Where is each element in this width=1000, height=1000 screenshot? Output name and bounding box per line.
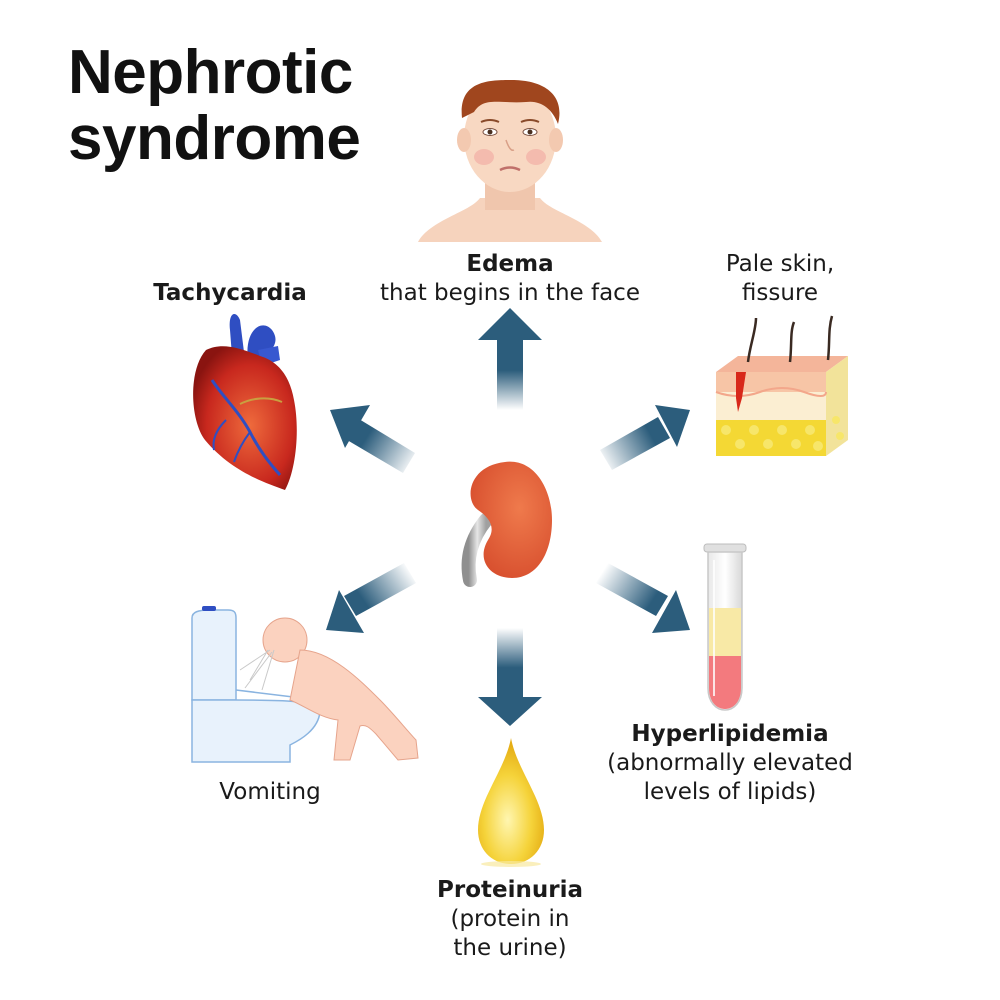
pale-skin-line-2: fissure xyxy=(741,280,819,306)
arrow-to-vomiting xyxy=(326,563,416,633)
tachycardia-name: Tachycardia xyxy=(153,280,307,306)
arrow-to-proteinuria xyxy=(478,628,542,726)
test-tube-icon xyxy=(703,543,747,711)
title-line-1: Nephrotic xyxy=(68,38,353,107)
drop-icon xyxy=(478,738,544,867)
face-icon xyxy=(418,80,602,242)
proteinuria-detail-1: (protein in xyxy=(450,906,570,932)
title-line-2: syndrome xyxy=(68,104,361,173)
heart-icon xyxy=(193,314,297,490)
label-edema: Edema that begins in the face xyxy=(340,250,680,308)
hyperlipidemia-detail-1: (abnormally elevated xyxy=(607,750,853,776)
hyperlipidemia-detail-2: levels of lipids) xyxy=(643,779,817,805)
arrow-to-hyperlipidemia xyxy=(596,563,690,633)
edema-name: Edema xyxy=(466,251,554,277)
toilet-icon xyxy=(191,606,321,763)
hyperlipidemia-name: Hyperlipidemia xyxy=(631,721,829,747)
skin-layer-icon xyxy=(715,315,848,456)
page-title: Nephrotic syndrome xyxy=(68,38,361,173)
kidney-icon xyxy=(461,461,552,587)
vomiting-person-icon xyxy=(239,617,419,761)
pale-skin-line-1: Pale skin, xyxy=(725,251,835,277)
edema-detail: that begins in the face xyxy=(380,280,640,306)
label-hyperlipidemia: Hyperlipidemia (abnormally elevated leve… xyxy=(590,720,870,807)
label-pale-skin: Pale skin, fissure xyxy=(690,250,870,308)
proteinuria-detail-2: the urine) xyxy=(453,935,567,961)
label-proteinuria: Proteinuria (protein in the urine) xyxy=(400,876,620,963)
label-tachycardia: Tachycardia xyxy=(130,279,330,308)
label-vomiting: Vomiting xyxy=(190,778,350,807)
proteinuria-name: Proteinuria xyxy=(437,877,583,903)
arrow-to-pale-skin xyxy=(600,405,690,470)
arrow-to-tachycardia xyxy=(330,405,415,473)
arrow-to-edema xyxy=(478,308,542,410)
vomiting-name: Vomiting xyxy=(219,779,321,805)
